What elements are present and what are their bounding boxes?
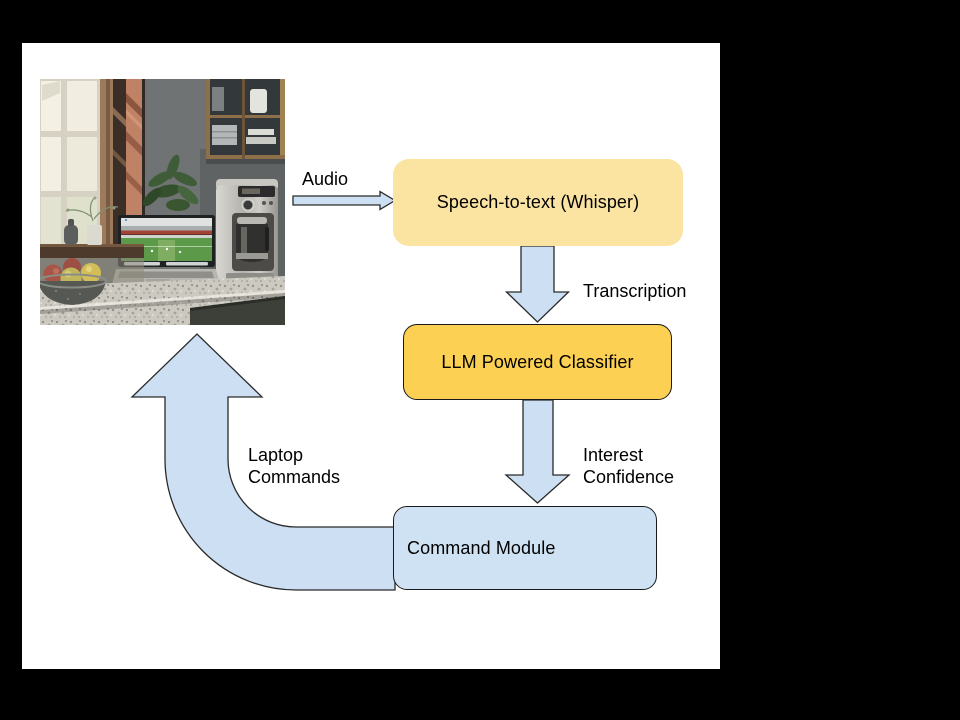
confidence-arrow-icon: [504, 399, 571, 504]
interest-line-2: Confidence: [583, 467, 675, 487]
coffee-maker: [216, 179, 278, 281]
terracotta-wall: [113, 79, 145, 257]
node-label: Speech-to-text (Whisper): [436, 192, 640, 212]
node-llm-classifier: LLM Powered Classifier: [403, 324, 672, 400]
plant: [142, 154, 199, 211]
transcription-arrow-icon: [504, 245, 571, 323]
laptop-commands-line-1: Laptop: [248, 445, 304, 465]
node-label: LLM Powered Classifier: [441, 351, 634, 372]
interest-line-1: Interest: [583, 445, 644, 465]
transcription-edge-label: Transcription: [583, 281, 687, 301]
node-speech-to-text: Speech-to-text (Whisper): [393, 159, 683, 246]
wall-cabinet: [206, 79, 285, 164]
audio-arrow-icon: [292, 190, 397, 211]
laptop-commands-line-2: Commands: [248, 467, 341, 487]
node-command-module: Command Module: [393, 506, 657, 590]
node-label: Command Module: [407, 537, 556, 558]
fruit-bowl: [40, 258, 107, 305]
audio-edge-label: Audio: [302, 169, 349, 189]
kitchen-photo: [40, 79, 285, 325]
laptop-commands-edge-label: Laptop Commands: [248, 444, 340, 488]
feedback-bent-arrow-icon: [130, 333, 396, 591]
interest-confidence-edge-label: Interest Confidence: [583, 444, 674, 488]
